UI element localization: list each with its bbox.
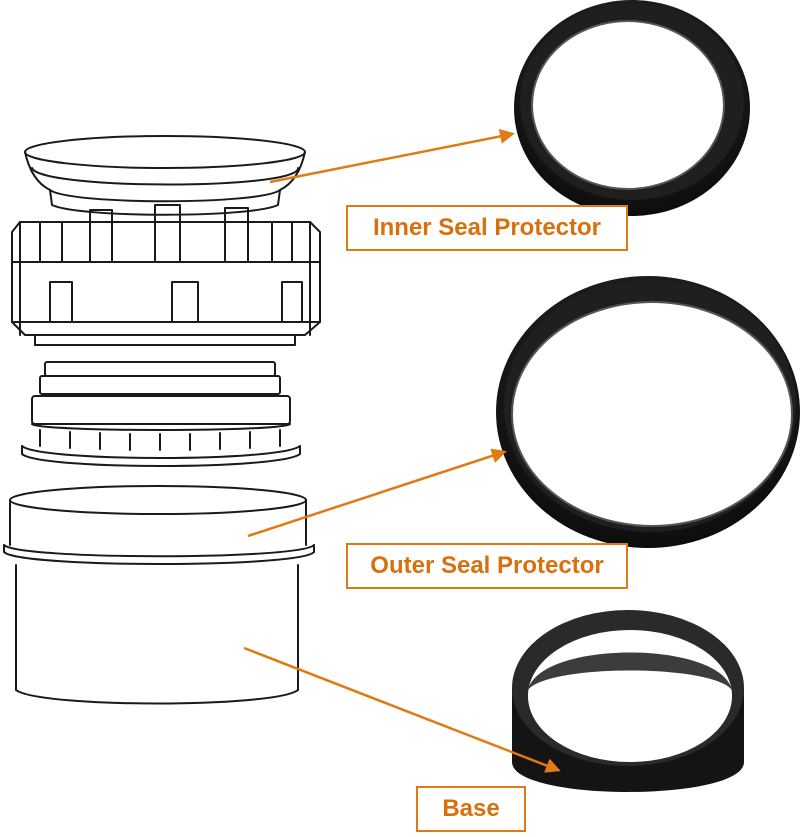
arrow-base: [243, 646, 561, 773]
line-art-assembly: [3, 135, 321, 705]
line-art-cartridge: [21, 361, 301, 467]
line-art-housing: [3, 485, 315, 705]
base-ring: [512, 610, 744, 792]
arrow-outer-seal-protector: [247, 448, 507, 538]
inner-seal-protector-label: Inner Seal Protector: [346, 205, 628, 251]
base-label: Base: [416, 786, 526, 832]
callout-arrows: [243, 128, 561, 773]
outer-seal-protector-ring: [496, 276, 800, 548]
line-art-retaining-ring: [11, 204, 321, 346]
outer-seal-protector-label: Outer Seal Protector: [346, 543, 628, 589]
inner-seal-protector-ring: [514, 0, 750, 216]
line-art-inner-seal: [24, 135, 306, 216]
arrow-inner-seal-protector: [269, 128, 515, 184]
